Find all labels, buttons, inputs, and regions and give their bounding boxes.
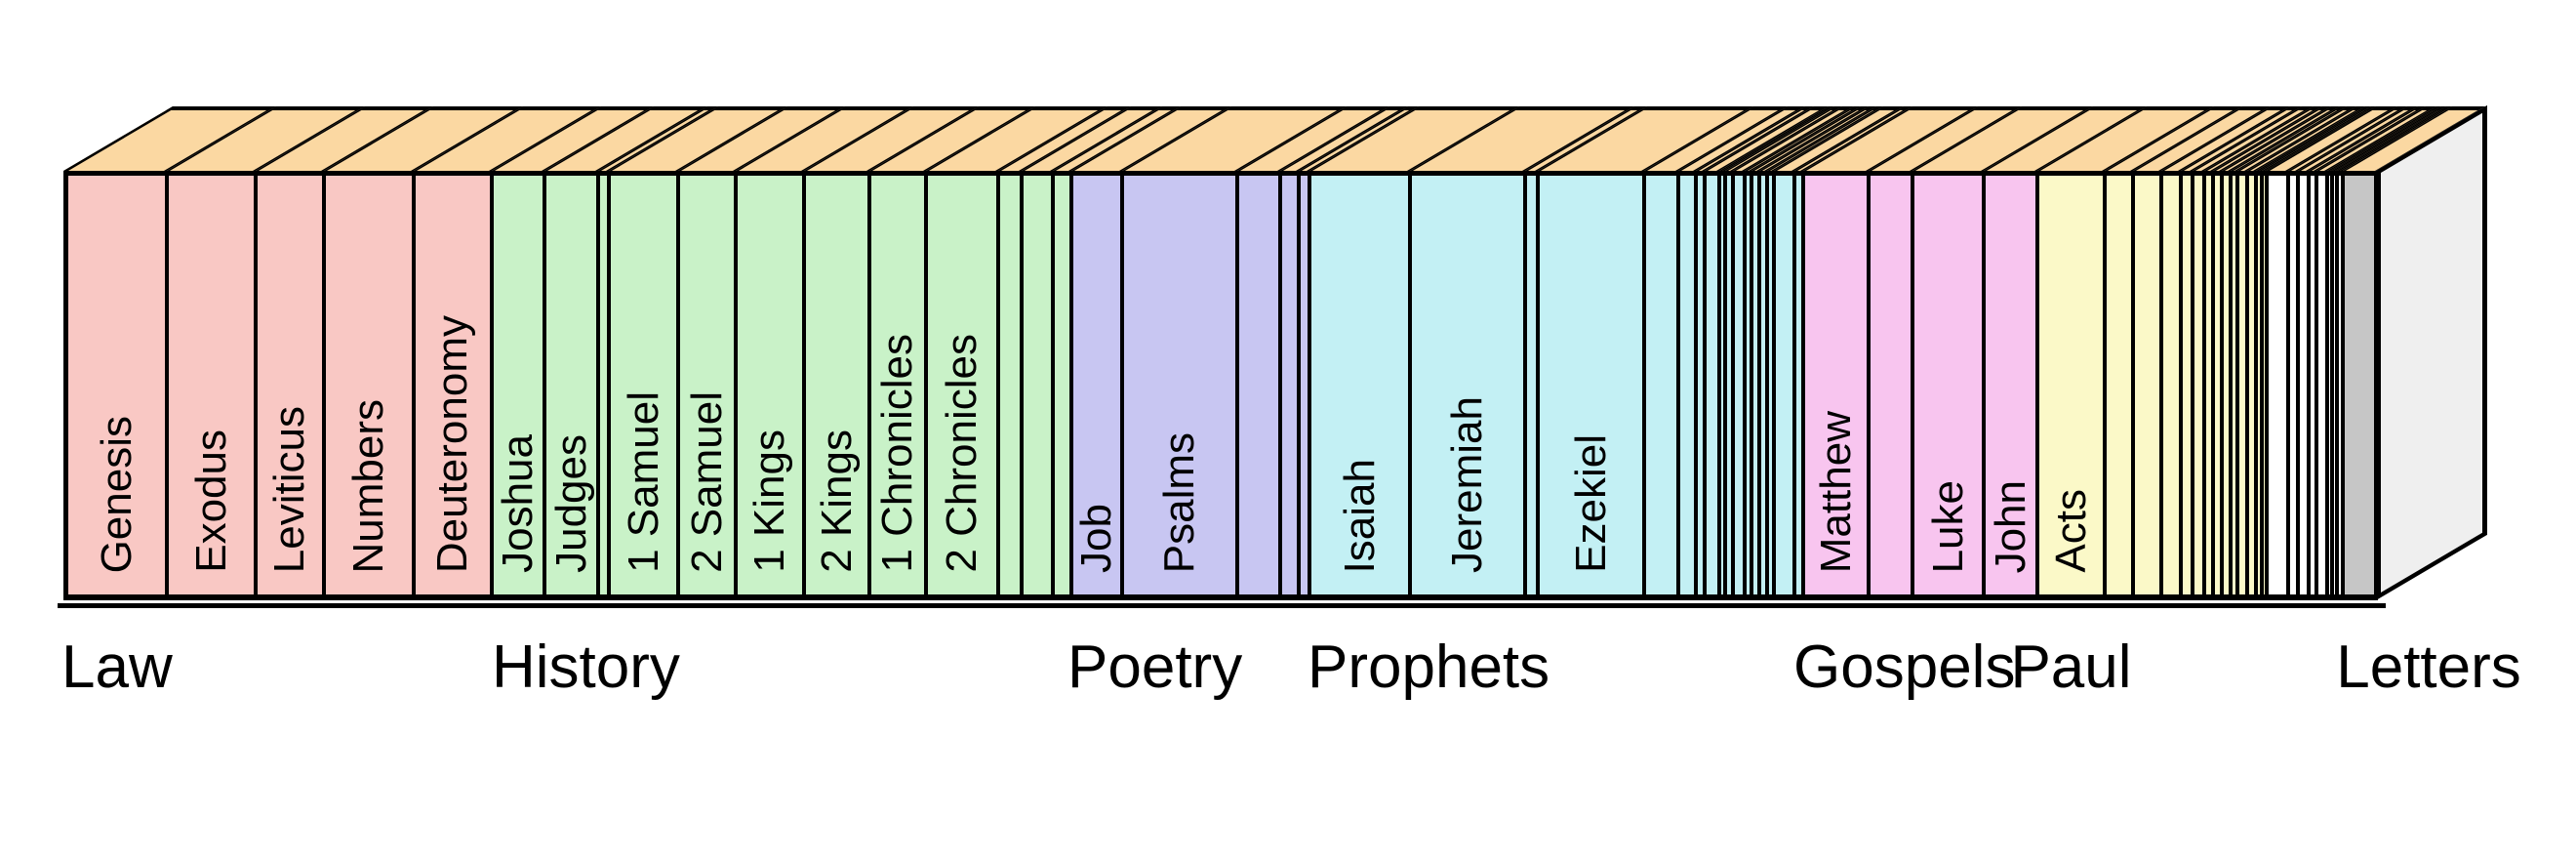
book-spine-2-thessalonians <box>2231 171 2237 600</box>
spine-label-psalms: Psalms <box>1155 431 1203 573</box>
spine-label-2-samuel: 2 Samuel <box>682 391 731 573</box>
book-spine-nahum <box>1745 171 1751 600</box>
revelation-front-cover <box>2376 104 2487 600</box>
book-spine-titus <box>2256 171 2262 600</box>
section-label-letters: Letters <box>2336 634 2521 701</box>
spine-label-john: John <box>1986 479 2034 573</box>
book-spine-ecclesiastes <box>1280 171 1299 600</box>
book-spine-colossians <box>2213 171 2222 600</box>
spine-label-genesis: Genesis <box>92 415 141 573</box>
section-label-gospels: Gospels <box>1793 634 2016 701</box>
book-spine-ruth <box>598 171 609 600</box>
book-spine-jude <box>2337 171 2343 600</box>
book-spine-ephesians <box>2193 171 2204 600</box>
book-spine-habakkuk <box>1751 171 1759 600</box>
book-spine-ezra <box>998 171 1022 600</box>
book-spine-acts: Acts <box>2037 171 2105 600</box>
spine-label-2-chronicles: 2 Chronicles <box>938 334 986 573</box>
book-spine-john: John <box>1984 171 2037 600</box>
book-spine-1-john <box>2316 171 2327 600</box>
book-spine-lamentations <box>1525 171 1538 600</box>
spine-label-job: Job <box>1072 504 1120 573</box>
spine-label-deuteronomy: Deuteronomy <box>428 314 476 573</box>
book-spine-judges: Judges <box>544 171 598 600</box>
book-spine-obadiah <box>1719 171 1725 600</box>
book-spine-joshua: Joshua <box>492 171 544 600</box>
book-spine-2-peter <box>2309 171 2316 600</box>
book-spine-jonah <box>1725 171 1733 600</box>
book-spine-philippians <box>2204 171 2213 600</box>
book-spine-nehemiah <box>1022 171 1053 600</box>
book-spine-isaiah: Isaiah <box>1309 171 1410 600</box>
book-spine-1-timothy <box>2237 171 2247 600</box>
spine-label-1-samuel: 1 Samuel <box>619 391 667 573</box>
book-spine-2-kings: 2 Kings <box>804 171 869 600</box>
book-spine-1-kings: 1 Kings <box>736 171 804 600</box>
book-spine-amos <box>1705 171 1719 600</box>
book-spine-proverbs <box>1237 171 1280 600</box>
section-label-prophets: Prophets <box>1308 634 1550 701</box>
book-spine-micah <box>1733 171 1745 600</box>
book-spine-hosea <box>1678 171 1696 600</box>
book-spine-esther <box>1053 171 1071 600</box>
book-spine-mark <box>1869 171 1912 600</box>
book-spine-jeremiah: Jeremiah <box>1410 171 1525 600</box>
book-spine-1-chronicles: 1 Chronicles <box>869 171 926 600</box>
book-spine-zephaniah <box>1759 171 1767 600</box>
book-spine-2-chronicles: 2 Chronicles <box>926 171 998 600</box>
book-spine-2-john <box>2327 171 2332 600</box>
book-spine-hebrews <box>2267 171 2288 600</box>
spine-label-leviticus: Leviticus <box>265 405 313 573</box>
book-spine-song-of-solomon <box>1299 171 1309 600</box>
book-spine-numbers: Numbers <box>324 171 414 600</box>
book-spine-genesis: Genesis <box>63 171 167 600</box>
spine-label-acts: Acts <box>2046 489 2095 573</box>
book-spine-revelation <box>2343 171 2378 600</box>
book-spine-luke: Luke <box>1912 171 1984 600</box>
book-spine-malachi <box>1794 171 1803 600</box>
book-spine-2-corinthians <box>2161 171 2181 600</box>
book-spine-job: Job <box>1071 171 1122 600</box>
spine-label-numbers: Numbers <box>344 398 392 574</box>
book-spine-1-thessalonians <box>2222 171 2231 600</box>
book-spine-romans <box>2105 171 2133 600</box>
spine-label-1-kings: 1 Kings <box>745 430 793 573</box>
spine-label-exodus: Exodus <box>186 430 235 573</box>
book-spine-1-peter <box>2298 171 2309 600</box>
book-spine-zechariah <box>1774 171 1794 600</box>
book-spine-1-samuel: 1 Samuel <box>609 171 678 600</box>
book-spine-leviticus: Leviticus <box>256 171 324 600</box>
spine-label-judges: Judges <box>546 434 595 573</box>
book-spine-exodus: Exodus <box>167 171 256 600</box>
book-spine-galatians <box>2181 171 2193 600</box>
book-spine-psalms: Psalms <box>1122 171 1237 600</box>
book-spine-daniel <box>1644 171 1678 600</box>
section-label-paul: Paul <box>2010 634 2132 701</box>
book-spine-2-timothy <box>2247 171 2256 600</box>
book-spine-joel <box>1696 171 1705 600</box>
book-spine-haggai <box>1767 171 1774 600</box>
spine-label-jeremiah: Jeremiah <box>1443 396 1491 573</box>
spine-label-luke: Luke <box>1923 479 1972 573</box>
book-spine-deuteronomy: Deuteronomy <box>414 171 492 600</box>
section-label-poetry: Poetry <box>1067 634 1243 701</box>
section-label-history: History <box>492 634 680 701</box>
spine-label-matthew: Matthew <box>1811 410 1860 573</box>
spine-label-2-kings: 2 Kings <box>812 430 861 573</box>
shelf-baseline <box>58 603 2386 608</box>
book-spine-matthew: Matthew <box>1803 171 1869 600</box>
spine-label-ezekiel: Ezekiel <box>1566 434 1615 573</box>
book-spine-1-corinthians <box>2133 171 2161 600</box>
book-spine-ezekiel: Ezekiel <box>1538 171 1644 600</box>
section-label-law: Law <box>61 634 173 701</box>
spine-label-1-chronicles: 1 Chronicles <box>873 334 921 573</box>
book-spine-james <box>2288 171 2298 600</box>
spine-label-isaiah: Isaiah <box>1335 458 1384 573</box>
spine-label-joshua: Joshua <box>494 434 542 573</box>
book-spine-3-john <box>2332 171 2337 600</box>
book-spine-philemon <box>2262 171 2267 600</box>
book-spine-2-samuel: 2 Samuel <box>678 171 736 600</box>
